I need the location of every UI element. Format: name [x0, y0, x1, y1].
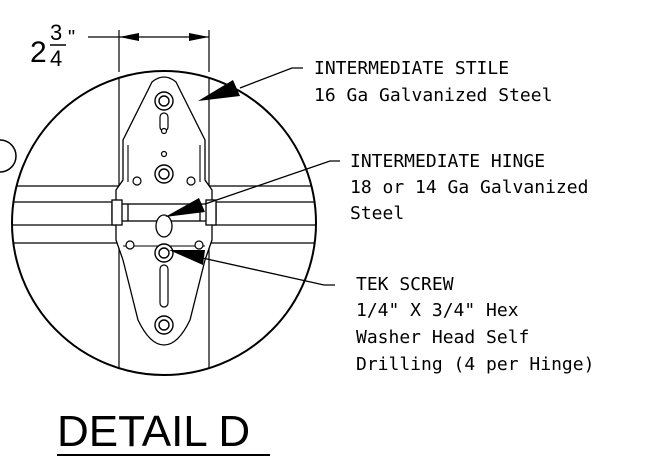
hole-right-lower: [194, 240, 204, 250]
callout-screw-line-2: Washer Head Self: [356, 327, 529, 348]
callout-hinge-line-1: 18 or 14 Ga Galvanized: [350, 177, 588, 198]
adjacent-detail-bubble: [0, 139, 17, 173]
rivet-top: [160, 127, 168, 135]
callout-hinge-title: INTERMEDIATE HINGE: [350, 151, 545, 172]
dimension-arrow-left: [119, 33, 139, 41]
hinge-pin-hole: [155, 214, 173, 238]
callout-screw-title: TEK SCREW: [356, 274, 454, 295]
callout-stile-line-1: 16 Ga Galvanized Steel: [314, 85, 552, 106]
detail-title: DETAIL D: [57, 407, 250, 456]
callout-hinge-line-2: Steel: [350, 203, 404, 224]
screw-mid-upper: [154, 164, 174, 184]
dimension-arrow-right: [189, 33, 209, 41]
leader-arrow-screw: [169, 250, 205, 265]
dimension-whole: 2: [30, 36, 47, 69]
screw-bottom: [154, 315, 174, 335]
panel-section-lines: [12, 71, 316, 375]
leader-lines: [179, 67, 340, 286]
hole-top-small: [160, 150, 168, 158]
leader-arrow-stile: [198, 80, 240, 101]
callout-screw-line-3: Drilling (4 per Hinge): [356, 354, 594, 375]
hole-left-upper: [132, 176, 142, 186]
callout-screw-line-1: 1/4" X 3/4" Hex: [356, 300, 519, 321]
screw-mid-lower: [154, 243, 174, 263]
screw-top: [154, 91, 174, 111]
slot-bottom: [159, 264, 169, 308]
dimension-numerator: 3: [50, 20, 62, 45]
leader-arrow-hinge: [165, 198, 205, 217]
detail-circle: [11, 70, 317, 376]
dimension-inch-mark: ": [68, 27, 75, 49]
hole-left-lower: [125, 240, 135, 250]
dimension-denominator: 4: [50, 46, 62, 71]
callout-stile-title: INTERMEDIATE STILE: [314, 58, 509, 79]
hole-right-upper: [186, 176, 196, 186]
